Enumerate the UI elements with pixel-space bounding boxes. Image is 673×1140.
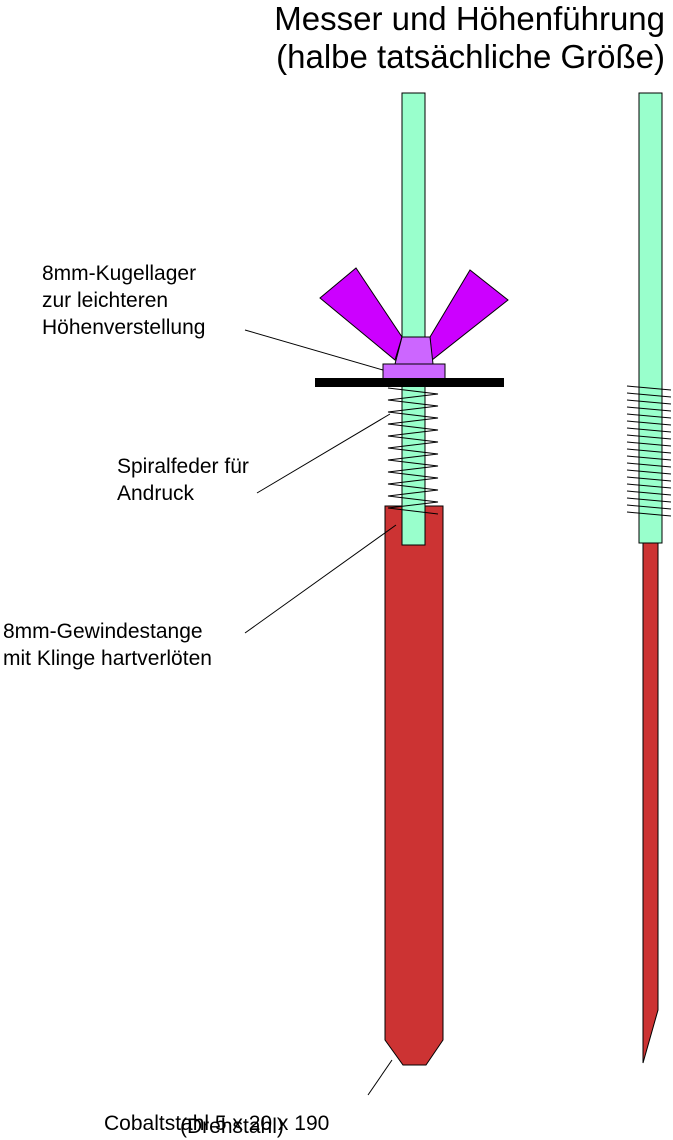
spring-coil xyxy=(626,441,672,447)
spiral-spring-side xyxy=(626,385,672,517)
spring-coil xyxy=(626,497,672,503)
label-bearing-line-3: Höhenverstellung xyxy=(42,316,206,339)
blade-front xyxy=(384,505,444,1066)
leader-bearing xyxy=(244,329,384,371)
label-spring-line-1: Spiralfeder für xyxy=(117,455,249,478)
spring-coil xyxy=(626,413,672,419)
label-spring: Spiralfeder für Andruck xyxy=(117,453,249,507)
label-bearing: 8mm-Kugellager zur leichteren Höhenverst… xyxy=(42,260,205,341)
title-line-1: Messer und Höhenführung xyxy=(274,0,665,37)
spring-coil xyxy=(626,469,672,475)
threaded-rod-front xyxy=(401,92,426,546)
title-line-2: (halbe tatsächliche Größe) xyxy=(276,38,665,75)
threaded-rod-side xyxy=(638,92,663,544)
wingnut-right-wing xyxy=(429,269,509,361)
wingnut-left-wing xyxy=(319,267,403,361)
spring-coil xyxy=(626,511,672,517)
label-rod-line-1: 8mm-Gewindestange xyxy=(3,620,203,643)
label-spring-line-2: Andruck xyxy=(117,482,195,505)
label-bearing-line-1: 8mm-Kugellager xyxy=(42,262,197,285)
label-blade-material: Cobaltstahl 5 x 20 x 190 xyxy=(104,1112,330,1135)
spring-coil xyxy=(626,490,672,496)
leader-spring xyxy=(256,413,391,494)
spring-coil xyxy=(626,462,672,468)
spring-coil xyxy=(626,392,672,398)
leader-blade xyxy=(367,1059,393,1096)
spiral-spring-front xyxy=(387,387,439,515)
spring-coil xyxy=(626,455,672,461)
blade-side xyxy=(642,502,659,1064)
spring-coil xyxy=(626,406,672,412)
spring-coil xyxy=(626,448,672,454)
spring-coil xyxy=(626,399,672,405)
label-bearing-line-2: zur leichteren xyxy=(42,289,169,312)
label-blade-type: (Drehstahl) xyxy=(180,1115,284,1138)
ball-bearing xyxy=(382,363,446,380)
wingnut-body xyxy=(394,336,434,365)
spring-coil xyxy=(626,483,672,489)
spring-coil xyxy=(626,420,672,426)
spring-coil xyxy=(626,427,672,433)
label-rod-line-2: mit Klinge hartverlöten xyxy=(3,647,212,670)
spring-coil xyxy=(626,434,672,440)
label-rod: 8mm-Gewindestange mit Klinge hartverlöte… xyxy=(3,618,212,672)
guide-plate xyxy=(315,378,504,387)
spring-coil xyxy=(626,385,672,391)
spring-coil xyxy=(626,504,672,510)
leader-rod xyxy=(244,524,397,634)
spring-coil xyxy=(626,476,672,482)
diagram-title: Messer und Höhenführung (halbe tatsächli… xyxy=(274,0,665,76)
